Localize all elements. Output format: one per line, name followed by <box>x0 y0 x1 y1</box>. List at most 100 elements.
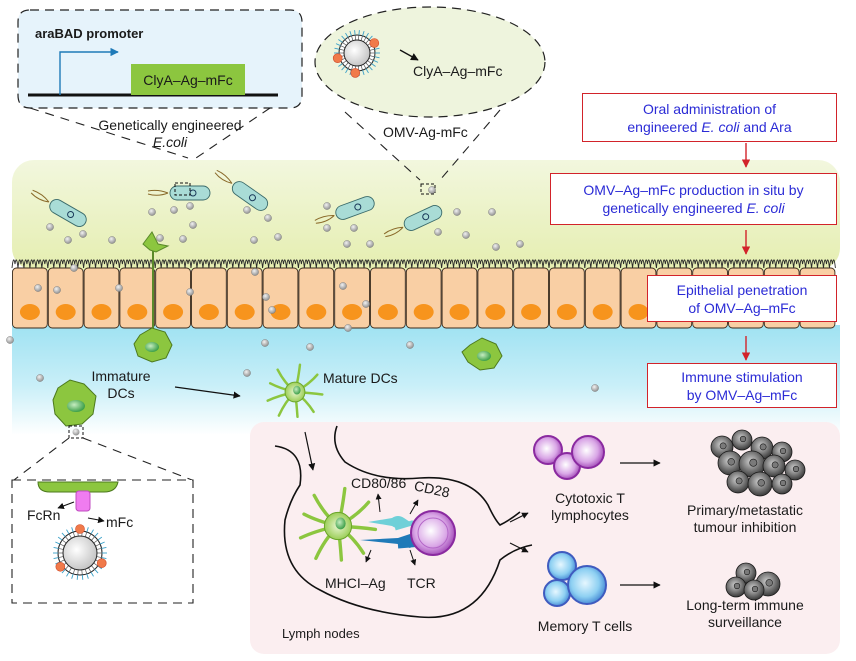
omv-particle <box>268 306 275 313</box>
omv-particle <box>53 286 60 293</box>
fcrn-receptor-icon <box>76 491 90 511</box>
tumour-inhibition-line1: Primary/metastatic <box>680 502 810 519</box>
epithelial-cell <box>191 260 227 328</box>
omv-particle <box>64 236 71 243</box>
omv-particle <box>366 240 373 247</box>
omv-particle <box>250 236 257 243</box>
epithelial-cell <box>12 260 48 328</box>
flow-step-3-line1: Epithelial penetration <box>648 281 836 299</box>
cell-nucleus <box>163 304 183 320</box>
omv-particle <box>339 282 346 289</box>
omv-particle <box>262 293 269 300</box>
cell-nucleus <box>92 304 112 320</box>
flow-step-2-italic: E. coli <box>746 200 784 216</box>
ecoli-caption-line1: Genetically engineered <box>80 117 260 134</box>
omv-particle <box>243 369 250 376</box>
cell-nucleus <box>521 304 541 320</box>
epithelial-cell <box>334 260 370 328</box>
omv-particle <box>492 243 499 250</box>
epithelial-cell <box>370 260 406 328</box>
gene-construct-box: ClyA–Ag–mFc <box>131 64 245 95</box>
tumour-inhibition-line2: tumour inhibition <box>680 519 810 536</box>
flow-step-2-text: genetically engineered <box>602 200 746 216</box>
cell-nucleus <box>127 304 147 320</box>
cell-nucleus <box>414 304 434 320</box>
omv-particle <box>323 202 330 209</box>
omv-particle <box>170 206 177 213</box>
immune-surveillance-line2: surveillance <box>680 614 810 631</box>
tumour-inhibition-label: Primary/metastatic tumour inhibition <box>680 502 810 536</box>
flow-step-1-italic: E. coli <box>701 119 739 135</box>
omv-particle <box>189 221 196 228</box>
epithelial-cell <box>155 260 191 328</box>
epithelial-cell <box>84 260 120 328</box>
flow-step-1-line1: Oral administration of <box>583 100 836 118</box>
flow-step-1-text-post: and Ara <box>739 119 791 135</box>
omv-particle <box>261 339 268 346</box>
omv-particle <box>434 228 441 235</box>
mature-dcs-label: Mature DCs <box>323 370 398 387</box>
cell-nucleus <box>342 304 362 320</box>
cell-nucleus <box>306 304 326 320</box>
lymph-nodes-label: Lymph nodes <box>282 626 360 642</box>
flow-step-1-line2: engineered E. coli and Ara <box>583 118 836 136</box>
tcr-label: TCR <box>407 575 436 592</box>
epithelial-cell <box>442 260 478 328</box>
epithelial-cell <box>298 260 334 328</box>
omv-caption: OMV-Ag-mFc <box>383 124 468 141</box>
flow-step-2-line2: genetically engineered E. coli <box>551 199 836 217</box>
omv-particle <box>274 233 281 240</box>
omv-particle <box>156 234 163 241</box>
ctl-line2: lymphocytes <box>530 507 650 524</box>
ctl-label: Cytotoxic T lymphocytes <box>530 490 650 524</box>
omv-particle <box>343 240 350 247</box>
cell-nucleus <box>56 304 76 320</box>
omv-particle <box>344 324 351 331</box>
clya-protein-icon <box>370 39 379 48</box>
omv-particle <box>46 223 53 230</box>
cell-nucleus <box>378 304 398 320</box>
omv-inset <box>315 7 545 180</box>
clya-protein-icon <box>56 562 65 571</box>
clya-protein-icon <box>97 559 106 568</box>
clya-protein-icon <box>333 54 342 63</box>
omv-particle <box>79 230 86 237</box>
epithelial-cell <box>119 260 155 328</box>
epithelial-cell <box>549 260 585 328</box>
flow-step-1-text: engineered <box>627 119 701 135</box>
gene-construct-label: ClyA–Ag–mFc <box>143 72 232 88</box>
omv-particle <box>251 268 258 275</box>
cell-nucleus <box>235 304 255 320</box>
ecoli-caption-line2: E.coli <box>80 134 260 151</box>
mhci-ag-label: MHCI–Ag <box>325 575 386 592</box>
omv-particle <box>428 186 435 193</box>
omv-particle <box>186 202 193 209</box>
immune-surveillance-label: Long-term immune surveillance <box>680 597 810 631</box>
omv-particle <box>264 214 271 221</box>
omv-particle <box>488 208 495 215</box>
omv-particle <box>406 341 413 348</box>
immature-dcs-line1: Immature <box>86 368 156 385</box>
immature-dcs-line2: DCs <box>86 385 156 402</box>
clya-protein-icon <box>351 68 360 77</box>
omv-particle <box>462 231 469 238</box>
omv-particle <box>591 384 598 391</box>
epithelial-cell <box>513 260 549 328</box>
flow-step-immune-stimulation: Immune stimulation by OMV–Ag–mFc <box>647 363 837 408</box>
promoter-label: araBAD promoter <box>35 26 143 42</box>
omv-particle <box>115 284 122 291</box>
epithelial-cell <box>585 260 621 328</box>
cell-nucleus <box>485 304 505 320</box>
cell-nucleus <box>199 304 219 320</box>
ecoli-caption: Genetically engineered E.coli <box>80 117 260 151</box>
epithelial-cell <box>477 260 513 328</box>
cell-nucleus <box>593 304 613 320</box>
flow-step-4-line1: Immune stimulation <box>648 368 836 386</box>
immune-surveillance-line1: Long-term immune <box>680 597 810 614</box>
omv-particle <box>323 224 330 231</box>
omv-protein-label: ClyA–Ag–mFc <box>413 63 502 80</box>
omv-particle <box>148 208 155 215</box>
omv-particle <box>36 374 43 381</box>
omv-particle <box>179 235 186 242</box>
